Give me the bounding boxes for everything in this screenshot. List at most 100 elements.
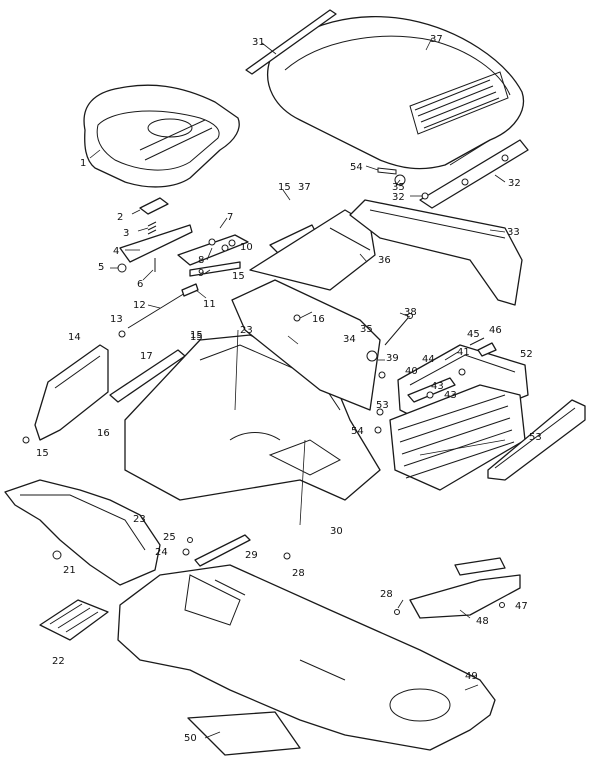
footrest-screw bbox=[52, 550, 62, 560]
dash-panel bbox=[231, 279, 381, 411]
seat-pan-bracket bbox=[119, 224, 193, 263]
callout-12: 12 bbox=[133, 300, 146, 311]
foot-pad bbox=[39, 599, 109, 641]
callout-16: 16 bbox=[312, 314, 325, 325]
callout-35: 35 bbox=[392, 182, 405, 193]
callout-10: 10 bbox=[240, 242, 253, 253]
grommet bbox=[366, 350, 378, 362]
callout-35: 35 bbox=[360, 324, 373, 335]
callout-46: 46 bbox=[489, 325, 502, 336]
callout-54: 54 bbox=[350, 162, 363, 173]
callout-15: 15 bbox=[36, 448, 49, 459]
callout-43: 43 bbox=[431, 381, 444, 392]
callout-31: 31 bbox=[252, 37, 265, 48]
seat-spring bbox=[147, 221, 157, 235]
callout-labels: 1234567891011121314151515151516161721222… bbox=[36, 34, 542, 744]
callout-30: 30 bbox=[330, 526, 343, 537]
seat bbox=[83, 84, 240, 188]
callout-16: 16 bbox=[97, 428, 110, 439]
front-bumper bbox=[487, 399, 586, 481]
callout-34: 34 bbox=[343, 334, 356, 345]
spacer bbox=[378, 371, 386, 379]
callout-1: 1 bbox=[80, 158, 86, 169]
callout-41: 41 bbox=[457, 347, 470, 358]
callout-32: 32 bbox=[392, 192, 405, 203]
callout-48: 48 bbox=[476, 616, 489, 627]
callout-21: 21 bbox=[63, 565, 76, 576]
seat-screws bbox=[117, 258, 156, 273]
callout-4: 4 bbox=[113, 246, 119, 257]
callout-9: 9 bbox=[198, 268, 204, 279]
callout-24: 24 bbox=[155, 547, 168, 558]
main-frame bbox=[117, 564, 496, 751]
seat-adjuster-rod bbox=[127, 283, 199, 329]
dash-screw bbox=[293, 314, 301, 322]
hood-vent-grille bbox=[409, 71, 509, 135]
callout-15: 15 bbox=[190, 332, 203, 343]
callout-28: 28 bbox=[380, 589, 393, 600]
seat-adjuster-plate bbox=[177, 234, 249, 277]
callout-49: 49 bbox=[465, 671, 478, 682]
hood bbox=[267, 15, 524, 170]
callout-37: 37 bbox=[430, 34, 443, 45]
callout-15: 15 bbox=[232, 271, 245, 282]
callout-17: 17 bbox=[140, 351, 153, 362]
callout-15: 15 bbox=[278, 182, 291, 193]
callout-43: 43 bbox=[444, 390, 457, 401]
callout-28: 28 bbox=[292, 568, 305, 579]
callout-8: 8 bbox=[198, 255, 204, 266]
latch-hardware bbox=[407, 337, 497, 403]
callout-44: 44 bbox=[422, 354, 435, 365]
callout-23: 23 bbox=[133, 514, 146, 525]
callout-15: 15 bbox=[190, 330, 203, 341]
bolt bbox=[182, 548, 190, 556]
callout-3: 3 bbox=[123, 228, 129, 239]
callout-47: 47 bbox=[515, 601, 528, 612]
callout-2: 2 bbox=[117, 212, 123, 223]
bracket-screw bbox=[499, 602, 505, 608]
callout-50: 50 bbox=[184, 733, 197, 744]
callout-52: 52 bbox=[520, 349, 533, 360]
callout-22: 22 bbox=[52, 656, 65, 667]
callout-14: 14 bbox=[68, 332, 81, 343]
hood-rod bbox=[384, 313, 413, 346]
grille-bolt bbox=[376, 408, 384, 416]
footrest bbox=[4, 479, 161, 586]
callout-13: 13 bbox=[110, 314, 123, 325]
bracket-bolt bbox=[394, 609, 400, 615]
callout-33: 33 bbox=[507, 227, 520, 238]
rear-bolt bbox=[283, 552, 291, 560]
callout-29: 29 bbox=[245, 550, 258, 561]
seat-pivot-bracket bbox=[139, 197, 169, 215]
callout-7: 7 bbox=[227, 212, 233, 223]
hood-front-strip bbox=[245, 9, 337, 75]
callout-53: 53 bbox=[529, 432, 542, 443]
grille-screw bbox=[374, 426, 382, 434]
front-axle-bracket bbox=[409, 557, 521, 619]
callout-5: 5 bbox=[98, 262, 104, 273]
rod-nut bbox=[118, 330, 126, 338]
callout-32: 32 bbox=[508, 178, 521, 189]
callout-36: 36 bbox=[378, 255, 391, 266]
callout-38: 38 bbox=[404, 307, 417, 318]
right-side-panel bbox=[349, 199, 523, 306]
callout-37: 37 bbox=[298, 182, 311, 193]
callout-11: 11 bbox=[203, 299, 216, 310]
leader-lines bbox=[89, 37, 506, 739]
mounting-bracket bbox=[194, 534, 251, 567]
callout-25: 25 bbox=[163, 532, 176, 543]
callout-54: 54 bbox=[351, 426, 364, 437]
bottom-plate bbox=[187, 711, 301, 756]
callout-45: 45 bbox=[467, 329, 480, 340]
left-side-panel bbox=[34, 344, 109, 441]
callout-40: 40 bbox=[405, 366, 418, 377]
callout-53: 53 bbox=[376, 400, 389, 411]
callout-23: 23 bbox=[240, 325, 253, 336]
dash-upper-panel bbox=[249, 209, 376, 291]
callout-39: 39 bbox=[386, 353, 399, 364]
callout-6: 6 bbox=[137, 279, 143, 290]
panel-screw bbox=[22, 436, 30, 444]
hood-bracket bbox=[419, 139, 529, 209]
